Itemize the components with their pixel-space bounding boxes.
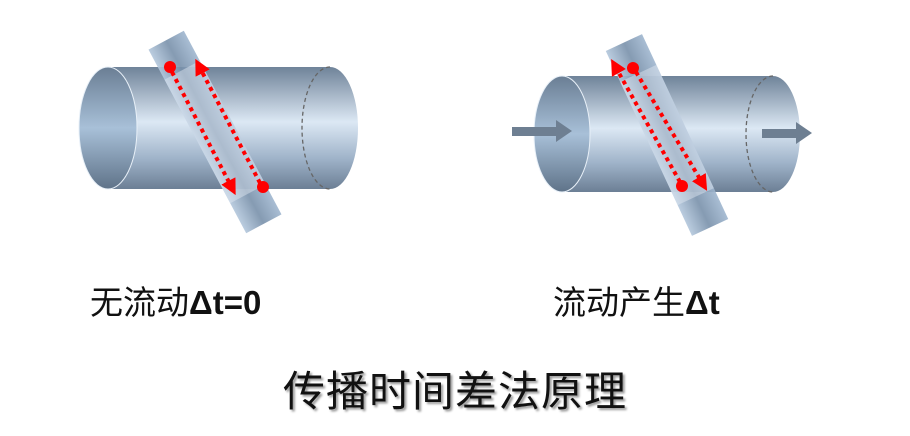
flow-out-arrow-icon xyxy=(762,122,812,144)
left-caption: 无流动Δt=0 xyxy=(90,283,262,322)
downstream-signal-arrow xyxy=(170,71,236,196)
upstream-signal-arrow xyxy=(611,59,682,183)
upstream-signal-arrow xyxy=(195,58,262,184)
diagram-title: 传播时间差法原理 xyxy=(282,367,627,416)
pipe-no-flow xyxy=(78,30,358,234)
transducer-dot xyxy=(257,181,269,193)
right-caption: 流动产生Δt xyxy=(553,283,720,322)
transducer-dot xyxy=(164,61,176,73)
flow-in-arrow-icon xyxy=(512,120,572,142)
transducer-tube xyxy=(148,30,282,234)
pipe-with-flow xyxy=(512,34,812,236)
transducer-dot xyxy=(627,62,639,74)
downstream-signal-arrow xyxy=(634,70,708,191)
transducer-dot xyxy=(676,180,688,192)
